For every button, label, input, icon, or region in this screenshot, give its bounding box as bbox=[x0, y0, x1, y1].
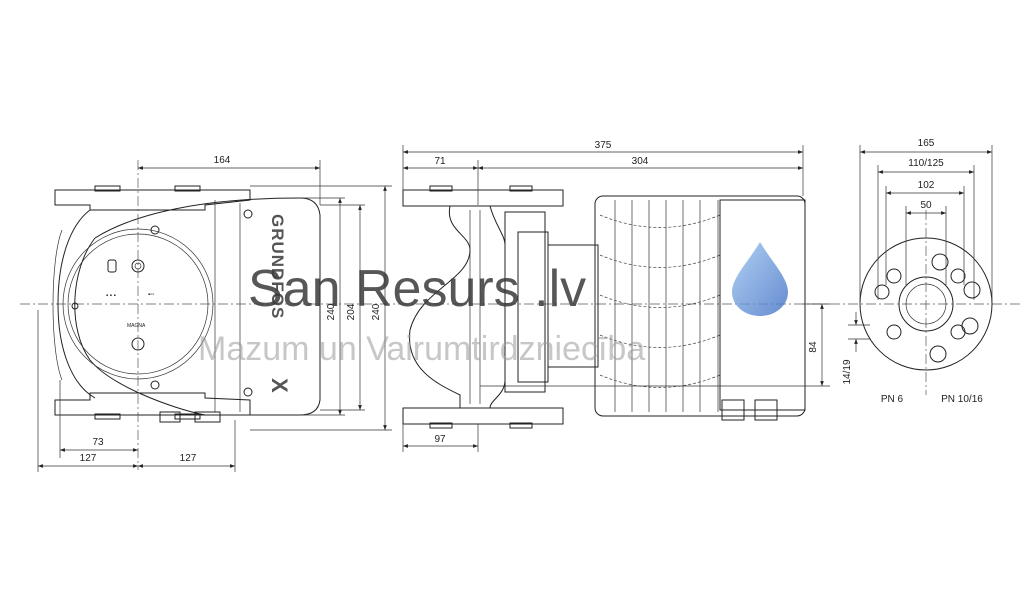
svg-text:▪▫▫: ▪▫▫ bbox=[148, 292, 154, 298]
watermark-subtitle: Mazum un Vairumtirdzniecība bbox=[198, 330, 645, 368]
water-drop-icon bbox=[732, 242, 788, 316]
grundfos-logo-icon: X bbox=[267, 378, 292, 394]
watermark: San Resurs .lv Mazum un Vairumtirdzniecī… bbox=[198, 242, 788, 368]
label-pn6: PN 6 bbox=[881, 394, 904, 405]
dim-50: 50 bbox=[920, 200, 932, 211]
dim-127-left: 127 bbox=[80, 453, 97, 464]
dim-164: 164 bbox=[214, 155, 231, 166]
svg-text:▪ ▪ ▪: ▪ ▪ ▪ bbox=[106, 293, 116, 299]
dim-102: 102 bbox=[918, 180, 935, 191]
dim-71: 71 bbox=[434, 156, 446, 167]
brand-text: GRUNDFOS bbox=[268, 214, 287, 319]
dim-204: 204 bbox=[346, 303, 357, 320]
dim-127-right: 127 bbox=[180, 453, 197, 464]
panel-label: MAGNA bbox=[127, 323, 146, 329]
dim-84: 84 bbox=[808, 341, 819, 353]
dim-97: 97 bbox=[434, 434, 446, 445]
dim-240-inner: 240 bbox=[326, 303, 337, 320]
side-view: 375 71 304 97 84 bbox=[402, 140, 830, 452]
dim-110-125: 110/125 bbox=[908, 158, 944, 169]
flange-view: 165 110/125 102 50 14/19 PN 6 PN 10/16 bbox=[842, 138, 993, 405]
label-pn10-16: PN 10/16 bbox=[941, 394, 983, 405]
dim-304: 304 bbox=[632, 156, 649, 167]
front-view: ▪ ▪ ▪ ▪▫▫ MAGNA GRUNDFOS X 164 240 204 2… bbox=[37, 155, 392, 472]
dim-375: 375 bbox=[595, 140, 612, 151]
dim-165: 165 bbox=[918, 138, 935, 149]
dim-240-outer: 240 bbox=[371, 303, 382, 320]
dim-14-19: 14/19 bbox=[842, 359, 853, 384]
dim-73: 73 bbox=[92, 437, 104, 448]
watermark-title: San Resurs .lv bbox=[248, 260, 586, 318]
